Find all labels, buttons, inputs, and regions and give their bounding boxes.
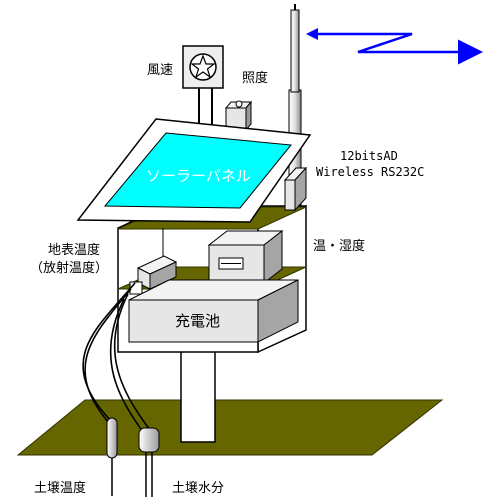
- signal-arrowhead-left-icon: [306, 28, 318, 40]
- battery-label: 充電池: [175, 312, 221, 330]
- surface-temp-label-line1: 地表温度: [48, 243, 101, 258]
- adc-wireless-module: [283, 166, 308, 212]
- adc-label-line1: 12bitsAD: [340, 149, 398, 163]
- wireless-signal-icon: [310, 32, 483, 65]
- battery: [128, 279, 299, 343]
- soil-moisture-label: 土壌水分: [172, 481, 225, 496]
- illuminance-sensor-icon: [224, 100, 253, 150]
- soil-moisture-probe: [138, 427, 160, 497]
- solar-panel: [76, 118, 312, 223]
- wind-speed-label: 風速: [147, 63, 174, 78]
- temp-humidity-sensor: [207, 229, 284, 285]
- radiation-thermometer: [129, 228, 178, 295]
- soil-temperature-label: 土壌温度: [34, 481, 87, 496]
- soil-temperature-probe: [106, 417, 118, 496]
- surface-temp-label-line2: （放射温度）: [30, 261, 109, 276]
- sensor-cables: [82, 282, 151, 437]
- illuminance-label: 照度: [242, 71, 269, 86]
- adc-label-line2: Wireless RS232C: [316, 165, 425, 179]
- solar-panel-label: ソーラーパネル: [146, 167, 251, 185]
- temp-humidity-label: 温・湿度: [313, 239, 366, 254]
- ground-plane: [16, 399, 444, 456]
- anemometer-icon: [182, 45, 224, 133]
- support-post: [180, 349, 216, 443]
